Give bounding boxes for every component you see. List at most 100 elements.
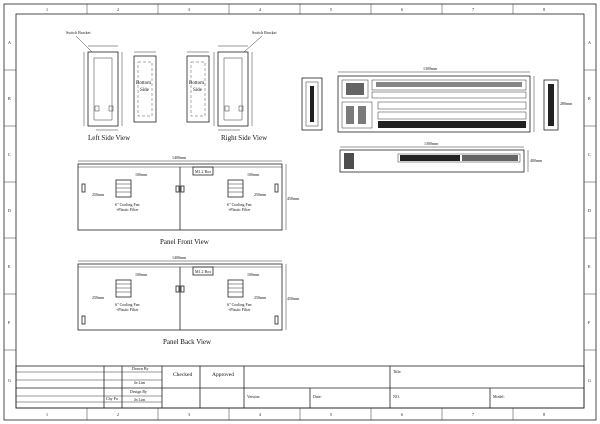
svg-text:M1.2 Box: M1.2 Box: [195, 169, 211, 174]
svg-text:+Plastic Filter: +Plastic Filter: [228, 307, 251, 312]
svg-text:1: 1: [46, 7, 48, 12]
svg-text:4: 4: [259, 412, 261, 417]
svg-text:Bottom: Bottom: [136, 81, 151, 86]
svg-text:1: 1: [46, 412, 48, 417]
equipment-side-right: 280mm: [543, 79, 573, 131]
right-side-view-title: Right Side View: [221, 134, 268, 142]
right-bottom-side: Bottom Side: [186, 51, 210, 123]
svg-text:G: G: [8, 378, 11, 383]
svg-text:100mm: 100mm: [247, 172, 260, 177]
equipment-top-view: 1300mm 400mm: [339, 141, 543, 173]
equipment-front: 1300mm: [337, 66, 535, 133]
left-side-view-title: Left Side View: [88, 134, 131, 142]
back-right-fan: [227, 279, 244, 298]
svg-text:6: 6: [401, 7, 403, 12]
svg-text:G: G: [588, 378, 591, 383]
date-label: Date:: [313, 394, 322, 399]
svg-text:6" Cooling Fan: 6" Cooling Fan: [227, 202, 252, 207]
title-block: Drawn By Jn Lim Design By Jn Lim Chy Pa …: [15, 365, 585, 409]
left-bottom-side: Bottom Side: [133, 51, 157, 123]
left-side-view: Switch Bracket Left Side View: [66, 30, 131, 142]
svg-text:D: D: [8, 208, 11, 213]
column-labels-top: 1 2 3 4 5 6 7 8: [46, 7, 545, 12]
svg-text:Side: Side: [193, 88, 203, 93]
panel-back-view: 1400mm 450mm M1.2 Box 100mm 100mm 250mm …: [77, 255, 300, 346]
svg-text:+Plastic Filter: +Plastic Filter: [228, 207, 251, 212]
svg-text:E: E: [8, 264, 11, 269]
svg-text:2: 2: [117, 7, 119, 12]
front-box-tag: [192, 166, 214, 176]
svg-text:2: 2: [117, 412, 119, 417]
row-labels-left: A B C D E F G: [8, 40, 11, 383]
column-labels-bottom: 1 2 3 4 5 6 7 8: [46, 412, 545, 417]
equipment-lower-height-dim: 400mm: [530, 158, 543, 163]
svg-text:Bottom: Bottom: [189, 81, 204, 86]
svg-text:6: 6: [401, 412, 403, 417]
front-left-fan: [115, 179, 132, 198]
design-by-label: Design By: [130, 389, 147, 394]
column-ticks: [86, 4, 514, 420]
back-height-dim: 450mm: [287, 296, 300, 301]
svg-text:5: 5: [330, 7, 332, 12]
svg-text:C: C: [588, 152, 591, 157]
version-label: Version:: [247, 394, 260, 399]
row-ticks: [4, 69, 596, 351]
svg-text:D: D: [588, 208, 591, 213]
back-box-tag: [192, 266, 214, 276]
svg-text:+Plastic Filter: +Plastic Filter: [116, 307, 139, 312]
panel-back-view-title: Panel Back View: [163, 338, 212, 346]
equipment-side-left: [301, 77, 323, 131]
svg-text:100mm: 100mm: [247, 272, 260, 277]
front-right-fan: [227, 179, 244, 198]
svg-text:8: 8: [543, 412, 545, 417]
outer-frame: [3, 3, 597, 421]
left-callout-label: Switch Bracket: [66, 30, 91, 35]
svg-text:6" Cooling Fan: 6" Cooling Fan: [227, 302, 252, 307]
svg-text:A: A: [588, 40, 591, 45]
svg-text:8: 8: [543, 7, 545, 12]
checked-label: Checked: [173, 372, 192, 378]
equipment-width-dim: 1300mm: [423, 66, 438, 71]
svg-text:+Plastic Filter: +Plastic Filter: [116, 207, 139, 212]
svg-text:250mm: 250mm: [254, 192, 267, 197]
drawn-by-value: Jn Lim: [134, 380, 146, 385]
svg-text:C: C: [8, 152, 11, 157]
svg-text:250mm: 250mm: [92, 192, 105, 197]
approved-label: Approved: [212, 372, 234, 378]
back-width-dim: 1400mm: [172, 255, 187, 260]
svg-text:E: E: [588, 264, 591, 269]
svg-text:6" Cooling Fan: 6" Cooling Fan: [115, 302, 140, 307]
row-labels-right: A B C D E F G: [588, 40, 591, 383]
svg-text:3: 3: [188, 412, 190, 417]
inner-frame: [15, 13, 585, 409]
svg-text:100mm: 100mm: [135, 172, 148, 177]
svg-text:250mm: 250mm: [254, 295, 267, 300]
svg-text:4: 4: [259, 7, 261, 12]
front-width-dim: 1400mm: [172, 155, 187, 160]
drawn-by-label: Drawn By: [132, 366, 149, 371]
no-label: NO.: [393, 394, 400, 399]
svg-text:250mm: 250mm: [92, 295, 105, 300]
svg-text:A: A: [8, 40, 11, 45]
right-side-view: Switch Bracket Right Side View: [213, 30, 277, 142]
title-label: Title:: [393, 369, 402, 374]
svg-text:B: B: [8, 96, 11, 101]
panel-front-view-title: Panel Front View: [160, 238, 210, 246]
title-block-note: Chy Pa: [106, 396, 118, 401]
svg-text:M1.2 Box: M1.2 Box: [195, 269, 211, 274]
back-left-fan: [115, 279, 132, 298]
model-label: Model:: [493, 394, 505, 399]
left-callout-leader: [75, 35, 93, 53]
svg-text:100mm: 100mm: [135, 272, 148, 277]
svg-text:5: 5: [330, 412, 332, 417]
svg-text:6" Cooling Fan: 6" Cooling Fan: [115, 202, 140, 207]
svg-text:F: F: [588, 320, 591, 325]
svg-text:3: 3: [188, 7, 190, 12]
svg-text:7: 7: [472, 412, 474, 417]
panel-front-view: 1400mm 450mm M1.2 Box 100mm 100mm 250mm …: [77, 155, 300, 246]
equipment-lower-width-dim: 1300mm: [424, 141, 439, 146]
right-callout-label: Switch Bracket: [252, 30, 277, 35]
svg-text:F: F: [8, 320, 11, 325]
svg-text:7: 7: [472, 7, 474, 12]
